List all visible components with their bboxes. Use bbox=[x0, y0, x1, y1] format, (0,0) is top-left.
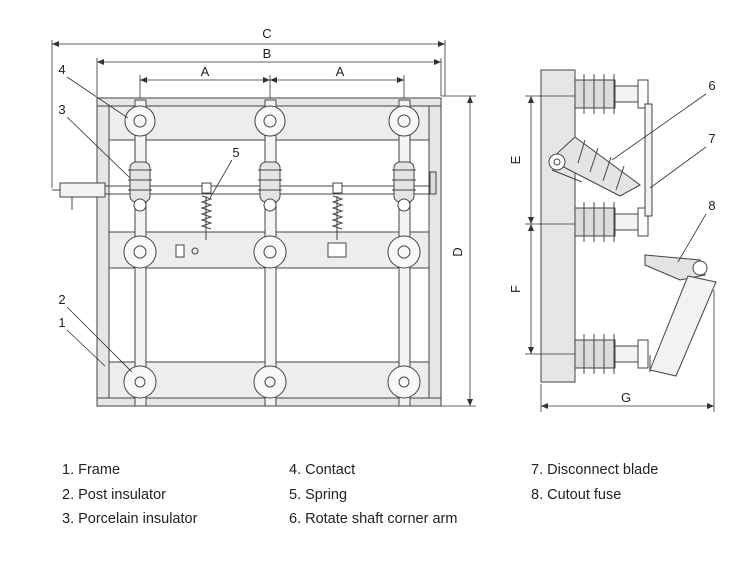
legend-column-1: 1. Frame 2. Post insulator 3. Porcelain … bbox=[62, 458, 197, 532]
phase-middle bbox=[253, 99, 287, 407]
spring-left bbox=[200, 182, 213, 240]
callout-5: 5 bbox=[232, 145, 239, 160]
side-leaders bbox=[611, 93, 707, 263]
dim-label-d: D bbox=[450, 247, 465, 256]
legend-column-2: 4. Contact 5. Spring 6. Rotate shaft cor… bbox=[289, 458, 457, 532]
phase-right bbox=[387, 99, 421, 407]
dim-label-b: B bbox=[263, 46, 272, 61]
dim-label-a-left: A bbox=[201, 64, 210, 79]
front-view bbox=[52, 97, 442, 407]
callout-2: 2 bbox=[58, 292, 65, 307]
frame-left-post bbox=[96, 97, 110, 405]
spring-right bbox=[331, 182, 344, 240]
side-frame bbox=[540, 69, 576, 383]
operating-shaft-end bbox=[59, 182, 106, 198]
legend-item-spring: 5. Spring bbox=[289, 486, 348, 503]
dim-label-c: C bbox=[262, 26, 271, 41]
dim-label-g: G bbox=[621, 390, 631, 405]
callout-8: 8 bbox=[708, 198, 715, 213]
callout-3: 3 bbox=[58, 102, 65, 117]
legend-item-post-insulator: 2. Post insulator bbox=[62, 486, 166, 503]
side-dimensions bbox=[525, 95, 715, 412]
legend-item-cutout-fuse: 8. Cutout fuse bbox=[531, 486, 622, 503]
dim-label-a-right: A bbox=[336, 64, 345, 79]
switchgear-drawing: C B A A D 4 3 5 2 1 bbox=[51, 26, 717, 412]
dim-label-e: E bbox=[508, 155, 523, 164]
legend-column-3: 7. Disconnect blade 8. Cutout fuse bbox=[531, 458, 658, 507]
callout-7: 7 bbox=[708, 131, 715, 146]
side-insulator-top bbox=[574, 74, 649, 114]
front-leaders bbox=[66, 76, 233, 373]
phase-left bbox=[123, 99, 157, 407]
side-insulator-upper-mid bbox=[574, 202, 649, 242]
side-cutout-fuse bbox=[644, 254, 717, 377]
side-disconnect-blade bbox=[644, 103, 653, 217]
front-dimensions bbox=[51, 40, 476, 407]
side-view bbox=[540, 69, 717, 383]
callout-4: 4 bbox=[58, 62, 65, 77]
dim-label-f: F bbox=[508, 285, 523, 293]
side-rotate-arm bbox=[548, 136, 641, 197]
callout-1: 1 bbox=[58, 315, 65, 330]
legend-item-rotate-shaft-arm: 6. Rotate shaft corner arm bbox=[289, 511, 458, 527]
legend-item-porcelain-insulator: 3. Porcelain insulator bbox=[62, 511, 198, 527]
legend-item-contact: 4. Contact bbox=[289, 462, 356, 478]
side-insulator-bottom bbox=[574, 334, 649, 374]
legend-item-disconnect-blade: 7. Disconnect blade bbox=[531, 462, 659, 478]
parts-legend: 1. Frame 2. Post insulator 3. Porcelain … bbox=[0, 458, 750, 548]
legend-item-frame: 1. Frame bbox=[62, 462, 121, 478]
frame-right-post bbox=[428, 97, 442, 405]
callout-6: 6 bbox=[708, 78, 715, 93]
